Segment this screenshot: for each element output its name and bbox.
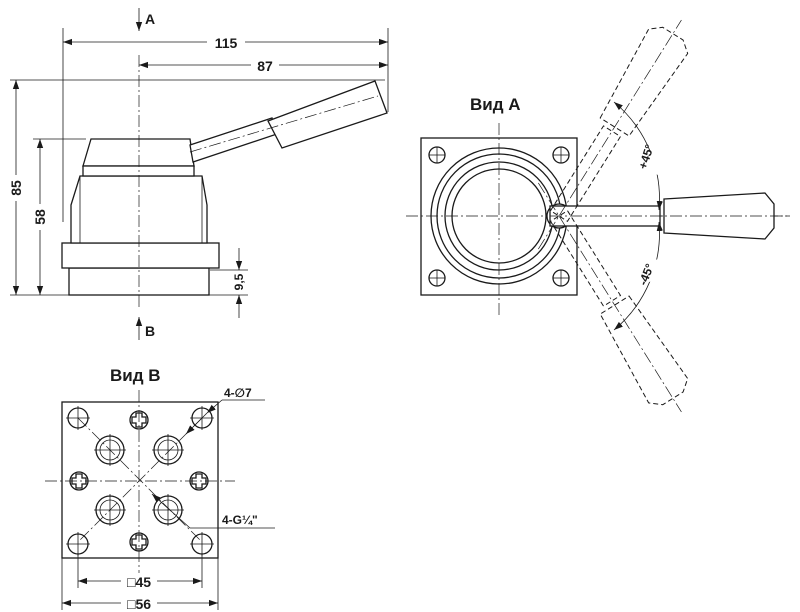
view-a-lever-minus-45 [538, 182, 689, 413]
view-b-plate [61, 401, 219, 559]
view-arrow-a-label: A [145, 11, 155, 27]
view-b-screws [69, 410, 209, 552]
view-b: Вид В [45, 366, 275, 612]
dim-58-label: 58 [32, 209, 48, 225]
angle-arc-up [613, 101, 663, 211]
side-lever-handle [267, 80, 388, 149]
view-b-title: Вид В [110, 366, 161, 385]
side-lever-rod [189, 117, 278, 163]
dim-45-label: □45 [127, 574, 151, 590]
ports-label: 4-G¼" [222, 513, 258, 527]
dim-115-label: 115 [215, 35, 238, 51]
dim-9-5-label: 9,5 [232, 273, 246, 290]
view-a-corner-holes [428, 146, 570, 287]
dim-87-label: 87 [257, 58, 273, 74]
dim-56-label: □56 [127, 596, 151, 612]
side-flange [61, 242, 220, 269]
view-a-title: Вид А [470, 95, 521, 114]
view-b-mounting-holes [66, 406, 214, 556]
view-a: Вид А [406, 19, 790, 413]
view-a-lever-plus-45 [538, 19, 689, 250]
dim-85-label: 85 [8, 180, 24, 196]
side-view: A B 115 87 85 58 9,5 [8, 8, 389, 340]
view-b-ports [94, 434, 184, 526]
holes-label: 4-∅7 [224, 386, 252, 400]
side-cap [82, 138, 195, 167]
view-arrow-b-label: B [145, 323, 155, 339]
